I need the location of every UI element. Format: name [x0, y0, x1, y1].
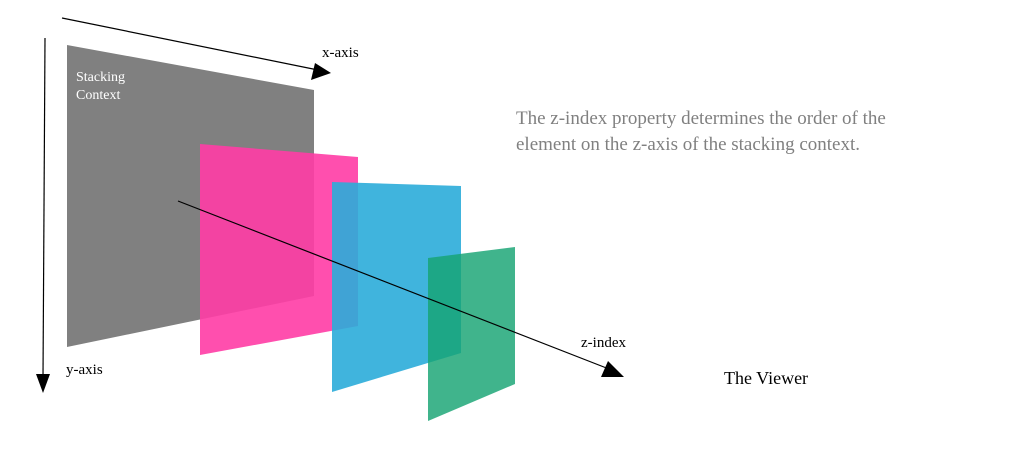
x-axis-arrowhead — [311, 63, 331, 80]
x-axis-label: x-axis — [322, 45, 359, 61]
layer-pink — [200, 144, 358, 355]
z-index-axis-arrowhead — [601, 361, 624, 377]
y-axis-arrowhead — [36, 374, 50, 393]
viewer-label: The Viewer — [724, 368, 809, 388]
description-line2: element on the z-axis of the stacking co… — [516, 134, 860, 155]
y-axis-label: y-axis — [66, 362, 103, 378]
layer-green — [428, 247, 515, 421]
y-axis-line — [42, 37, 46, 379]
x-axis-line — [61, 17, 319, 71]
z-index-axis-line — [177, 200, 610, 370]
description-line1: The z-index property determines the orde… — [516, 108, 886, 129]
stacking-context-label-line1: Stacking — [76, 70, 125, 85]
stacking-context-label-line2: Context — [76, 88, 120, 103]
z-index-axis-label: z-index — [581, 335, 626, 351]
description-text: The z-index property determines the orde… — [516, 106, 956, 158]
